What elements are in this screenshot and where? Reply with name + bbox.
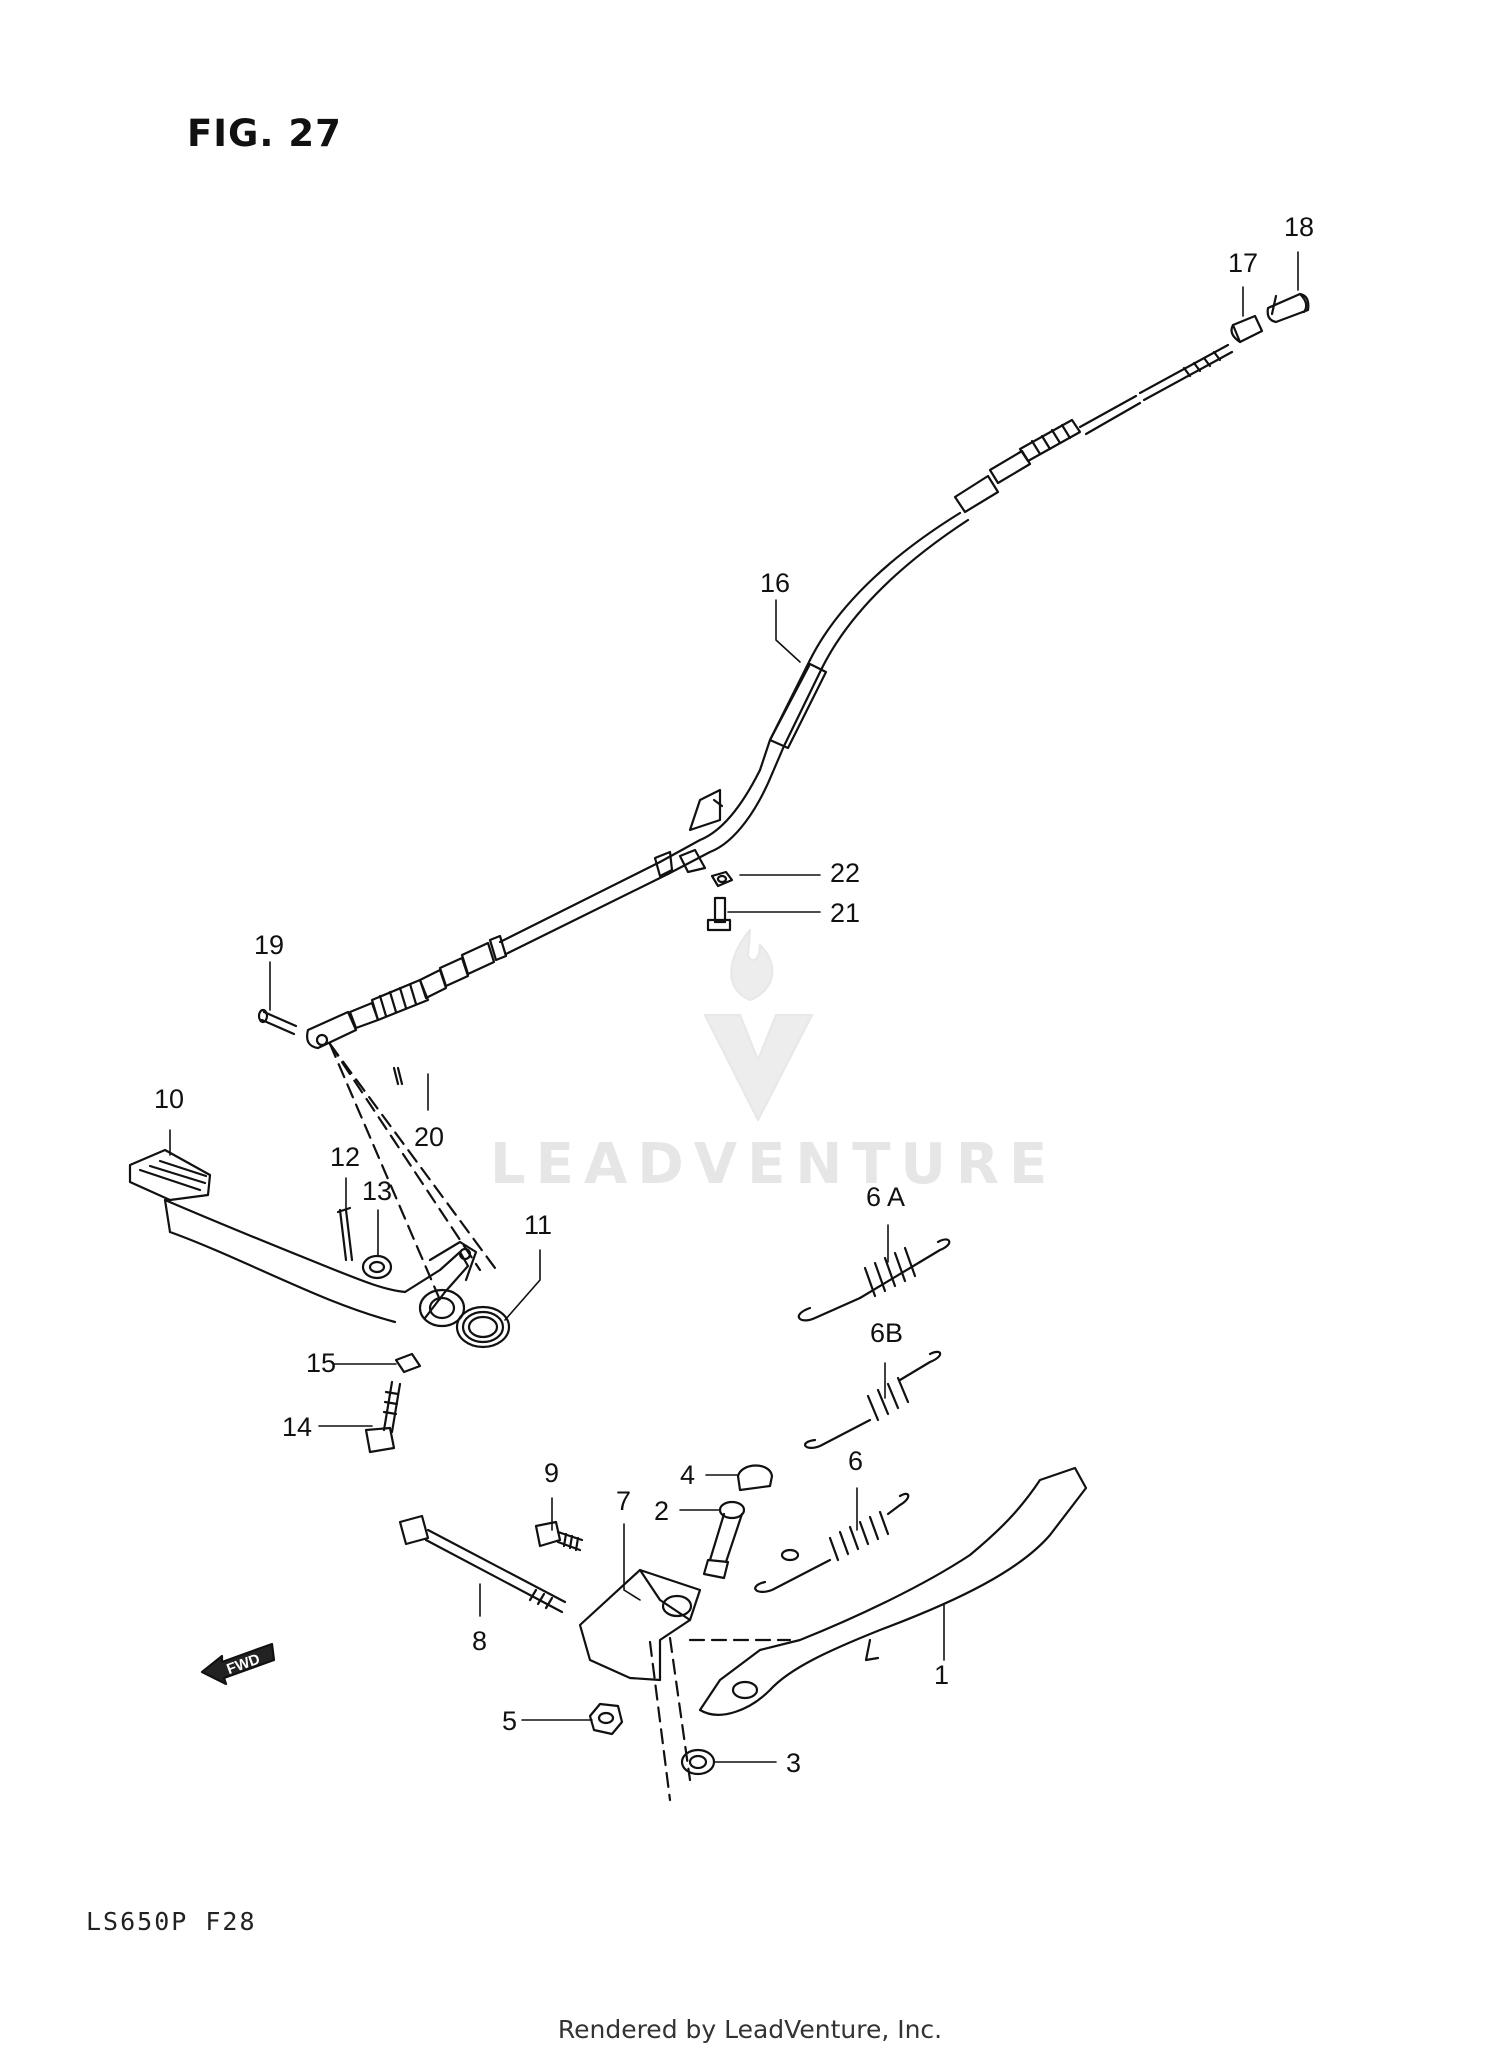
callout-6b[interactable]: 6B — [870, 1318, 903, 1348]
part-1-side-stand[interactable] — [698, 1466, 1088, 1716]
part-6a-spring[interactable] — [797, 1238, 951, 1322]
leader-lines — [169, 251, 1299, 1763]
callout-19[interactable]: 19 — [254, 930, 284, 960]
callout-4[interactable]: 4 — [680, 1460, 695, 1490]
callout-16[interactable]: 16 — [760, 568, 790, 598]
callout-14[interactable]: 14 — [282, 1412, 312, 1442]
callout-21[interactable]: 21 — [830, 898, 860, 928]
callout-labels: 18 17 16 22 21 19 20 10 12 13 11 6 A 6B … — [154, 212, 1314, 1778]
part-15-nut[interactable] — [394, 1352, 422, 1374]
part-14-bolt[interactable] — [364, 1380, 402, 1454]
callout-5[interactable]: 5 — [502, 1706, 517, 1736]
callout-20[interactable]: 20 — [414, 1122, 444, 1152]
part-5-nut[interactable] — [588, 1702, 624, 1736]
part-7-stand-bracket[interactable] — [578, 1568, 702, 1682]
callout-15[interactable]: 15 — [306, 1348, 336, 1378]
callout-22[interactable]: 22 — [830, 858, 860, 888]
footer-credit: Rendered by LeadVenture, Inc. — [557, 2015, 943, 2044]
part-11-return-spring[interactable] — [455, 1305, 511, 1349]
fwd-label: FWD — [224, 1650, 262, 1678]
assembly-guide-lines — [328, 1042, 792, 1802]
callout-3[interactable]: 3 — [786, 1748, 801, 1778]
figure-title: FIG. 27 — [187, 112, 342, 155]
part-3-washer[interactable] — [680, 1748, 716, 1776]
callout-1[interactable]: 1 — [934, 1660, 949, 1690]
callout-12[interactable]: 12 — [330, 1142, 360, 1172]
part-12-pin[interactable] — [336, 1206, 354, 1262]
part-13-washer[interactable] — [361, 1254, 393, 1280]
part-17-adjuster-pin[interactable] — [1230, 314, 1264, 344]
part-6b-spring[interactable] — [804, 1350, 942, 1449]
watermark-logo — [703, 928, 814, 1122]
diagram-code: LS650P F28 — [86, 1907, 257, 1936]
fwd-direction-arrow — [200, 1642, 276, 1686]
part-18-cable-end-nut[interactable] — [1266, 292, 1310, 324]
part-6-spring[interactable] — [754, 1492, 910, 1593]
callout-13[interactable]: 13 — [362, 1176, 392, 1206]
watermark-text: LEADVENTURE — [490, 1132, 1058, 1197]
part-22-nut[interactable] — [710, 870, 734, 888]
part-2-pivot-bolt[interactable] — [702, 1500, 746, 1580]
part-8-long-bolt[interactable] — [398, 1514, 567, 1614]
part-4-cap[interactable] — [736, 1464, 774, 1492]
part-20-cotter-pin[interactable] — [392, 1066, 404, 1086]
callout-6[interactable]: 6 — [848, 1446, 863, 1476]
callout-2[interactable]: 2 — [654, 1496, 669, 1526]
callout-10[interactable]: 10 — [154, 1084, 184, 1114]
cable-threaded-rod — [1078, 343, 1234, 436]
callout-6a[interactable]: 6 A — [866, 1182, 905, 1212]
callout-7[interactable]: 7 — [616, 1486, 631, 1516]
part-9-bolt[interactable] — [534, 1520, 584, 1552]
callout-17[interactable]: 17 — [1228, 248, 1258, 278]
part-21-bolt[interactable] — [706, 896, 732, 932]
part-19-clevis-pin[interactable] — [257, 1008, 298, 1036]
callout-18[interactable]: 18 — [1284, 212, 1314, 242]
part-10-brake-pedal[interactable] — [128, 1148, 478, 1328]
callout-9[interactable]: 9 — [544, 1458, 559, 1488]
part-16-brake-cable[interactable] — [306, 418, 1082, 1050]
callout-11[interactable]: 11 — [524, 1210, 552, 1240]
callout-8[interactable]: 8 — [472, 1626, 487, 1656]
